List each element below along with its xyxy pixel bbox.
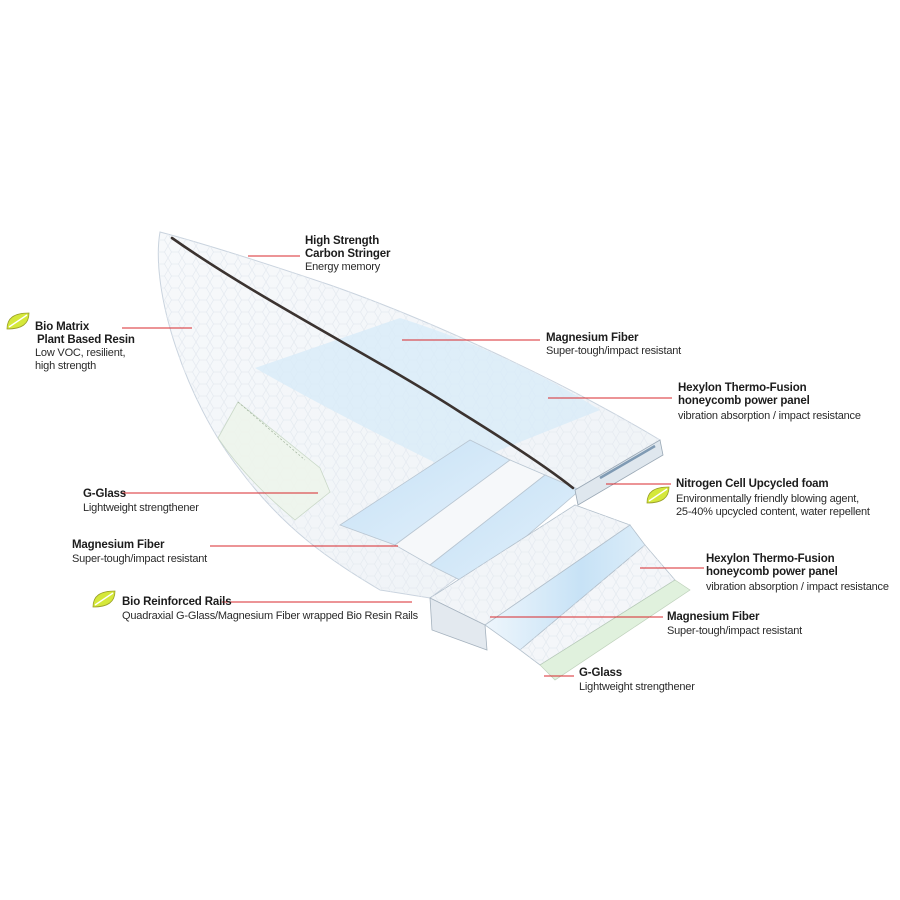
- lower-layer-stack: [429, 504, 691, 681]
- callout-g-glass-left: G-Glass Lightweight strengthener: [83, 488, 199, 515]
- callout-hexylon-top: Hexylon Thermo-Fusion honeycomb power pa…: [678, 382, 861, 423]
- callout-title: Carbon Stringer: [305, 248, 391, 260]
- callout-title: G-Glass: [579, 667, 623, 679]
- callout-title: High Strength: [305, 235, 380, 247]
- leaf-icon: [92, 590, 116, 608]
- callout-title: Plant Based Resin: [37, 334, 135, 346]
- callout-title: Magnesium Fiber: [72, 539, 165, 551]
- callout-desc: high strength: [35, 360, 96, 372]
- callout-desc: 25-40% upcycled content, water repellent: [676, 506, 870, 518]
- leaf-icon: [646, 486, 670, 504]
- callout-nitrogen-foam: Nitrogen Cell Upcycled foam Environmenta…: [676, 478, 870, 519]
- callout-title: Bio Reinforced Rails: [122, 596, 232, 608]
- callout-title: G-Glass: [83, 488, 127, 500]
- callout-magnesium-fiber-top: Magnesium Fiber Super-tough/impact resis…: [546, 332, 681, 358]
- callout-desc: vibration absorption / impact resistance: [678, 410, 861, 422]
- callout-title: Hexylon Thermo-Fusion: [678, 382, 807, 394]
- callout-desc: Super-tough/impact resistant: [72, 553, 208, 565]
- callout-title: honeycomb power panel: [678, 395, 810, 407]
- callout-title: Magnesium Fiber: [546, 332, 639, 344]
- callout-magnesium-fiber-bottom: Magnesium Fiber Super-tough/impact resis…: [667, 611, 802, 638]
- callout-desc: Super-tough/impact resistant: [667, 625, 803, 637]
- callout-carbon-stringer: High Strength Carbon Stringer Energy mem…: [305, 235, 390, 274]
- carbon-stringer: [170, 236, 575, 490]
- callout-title: honeycomb power panel: [706, 566, 838, 578]
- g-glass-layer-left: [217, 401, 331, 521]
- callout-magnesium-fiber-left: Magnesium Fiber Super-tough/impact resis…: [72, 539, 207, 566]
- callout-desc: Low VOC, resilient,: [35, 347, 126, 359]
- callout-desc: Energy memory: [305, 261, 381, 273]
- leaf-icon: [6, 312, 30, 330]
- callout-title: Nitrogen Cell Upcycled foam: [676, 478, 829, 490]
- callout-desc: Lightweight strengthener: [579, 681, 695, 693]
- callout-desc: Quadraxial G-Glass/Magnesium Fiber wrapp…: [122, 610, 418, 622]
- callout-desc: Super-tough/impact resistant: [546, 345, 682, 357]
- callout-bio-rails: Bio Reinforced Rails Quadraxial G-Glass/…: [122, 596, 418, 623]
- leader-lines: [122, 255, 704, 677]
- magnesium-fiber-band-top: [255, 318, 600, 470]
- deck-cut-edge: [574, 439, 664, 506]
- callout-title: Hexylon Thermo-Fusion: [706, 553, 835, 565]
- callout-desc: Lightweight strengthener: [83, 502, 199, 514]
- callout-title: Bio Matrix: [35, 321, 90, 333]
- callout-hexylon-bottom: Hexylon Thermo-Fusion honeycomb power pa…: [706, 553, 889, 594]
- callout-desc: vibration absorption / impact resistance: [706, 581, 889, 593]
- callout-g-glass-bottom: G-Glass Lightweight strengthener: [579, 667, 695, 694]
- callout-title: Magnesium Fiber: [667, 611, 760, 623]
- callout-desc: Environmentally friendly blowing agent,: [676, 493, 859, 505]
- callout-bio-matrix: Bio Matrix Plant Based Resin Low VOC, re…: [35, 321, 135, 373]
